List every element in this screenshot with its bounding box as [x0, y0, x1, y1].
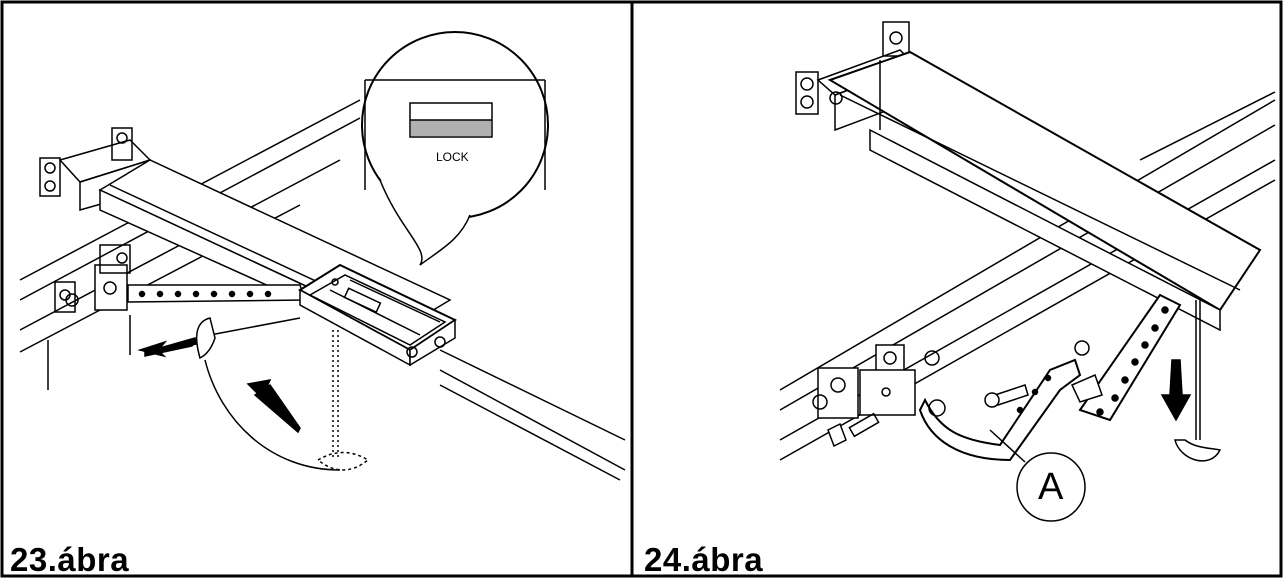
figure-23-artwork — [19, 31, 626, 481]
lock-switch-label: LOCK — [436, 150, 469, 164]
figure-23-caption: 23.ábra — [10, 541, 130, 578]
part-callout-label: A — [1038, 466, 1064, 508]
figure-24-caption: 24.ábra — [644, 541, 764, 578]
figure-24-artwork — [779, 21, 1276, 522]
